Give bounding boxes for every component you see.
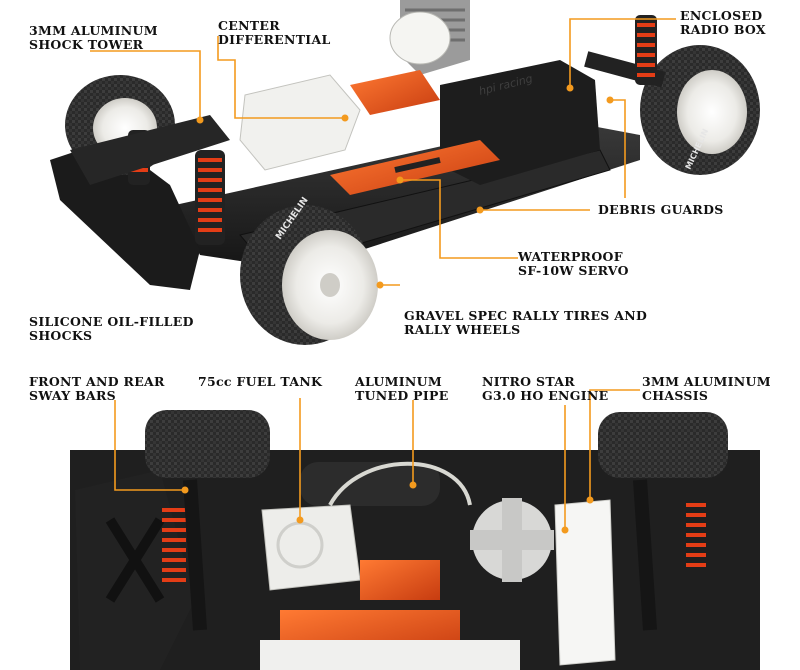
callout-line: RADIO BOX <box>680 22 766 37</box>
callout-line: SHOCKS <box>29 328 93 343</box>
callout-line: G3.0 HO ENGINE <box>482 388 609 403</box>
shock-tower <box>70 115 230 185</box>
callout-sway-bars: FRONT AND REAR SWAY BARS <box>29 375 165 403</box>
callout-line: GRAVEL SPEC RALLY TIRES AND <box>404 308 648 323</box>
callout-fuel-tank: 75cc FUEL TANK <box>198 375 322 389</box>
callout-shock-tower: 3MM ALUMINUM SHOCK TOWER <box>29 24 158 52</box>
callout-line: NITRO STAR <box>482 374 575 389</box>
callout-line: DEBRIS GUARDS <box>598 202 724 217</box>
rear-shock <box>635 15 657 85</box>
callout-line: 75cc FUEL TANK <box>198 374 323 389</box>
callout-line: 3MM ALUMINUM <box>29 23 158 38</box>
callout-center-differential: CENTER DIFFERENTIAL <box>218 19 331 47</box>
callout-line: FRONT AND REAR <box>29 374 165 389</box>
center-diff-plate <box>350 70 440 115</box>
top-chassis-view: hpi racing MICHELIN MICHELIN <box>50 0 760 345</box>
callout-chassis: 3MM ALUMINUM CHASSIS <box>642 375 771 403</box>
tuned-pipe <box>300 462 440 506</box>
sway-bar <box>183 479 207 631</box>
bottom-left-wheel <box>145 410 270 478</box>
callout-debris-guards: DEBRIS GUARDS <box>598 203 724 217</box>
callout-line: DIFFERENTIAL <box>218 32 331 47</box>
fuel-tank <box>239 74 361 171</box>
air-filter <box>389 11 451 65</box>
callout-line: RALLY WHEELS <box>404 322 521 337</box>
callout-line: SILICONE OIL-FILLED <box>29 314 194 329</box>
bottom-orange-plate <box>360 560 440 600</box>
callout-tuned-pipe: ALUMINUM TUNED PIPE <box>355 375 449 403</box>
bottom-engine <box>470 498 554 582</box>
callout-engine: NITRO STAR G3.0 HO ENGINE <box>482 375 608 403</box>
bottom-chassis-view <box>70 410 760 670</box>
leader-lines <box>90 18 676 534</box>
callout-tires: GRAVEL SPEC RALLY TIRES AND RALLY WHEELS <box>404 309 647 337</box>
bottom-right-wheel <box>598 412 728 478</box>
callout-line: CENTER <box>218 18 280 33</box>
callout-line: ALUMINUM <box>355 374 442 389</box>
callout-line: SF-10W SERVO <box>518 263 629 278</box>
front-shock <box>195 150 225 245</box>
callout-line: ENCLOSED <box>680 8 763 23</box>
callout-line: WATERPROOF <box>518 249 623 264</box>
callout-line: CHASSIS <box>642 388 709 403</box>
callout-shocks: SILICONE OIL-FILLED SHOCKS <box>29 315 194 343</box>
radio-box-white <box>554 499 616 666</box>
callout-line: 3MM ALUMINUM <box>642 374 771 389</box>
callout-line: SHOCK TOWER <box>29 37 144 52</box>
callout-servo: WATERPROOF SF-10W SERVO <box>518 250 629 278</box>
rear-right-wheel <box>640 45 760 175</box>
callout-line: TUNED PIPE <box>355 388 449 403</box>
callout-line: SWAY BARS <box>29 388 116 403</box>
callout-radio-box: ENCLOSED RADIO BOX <box>680 9 766 37</box>
